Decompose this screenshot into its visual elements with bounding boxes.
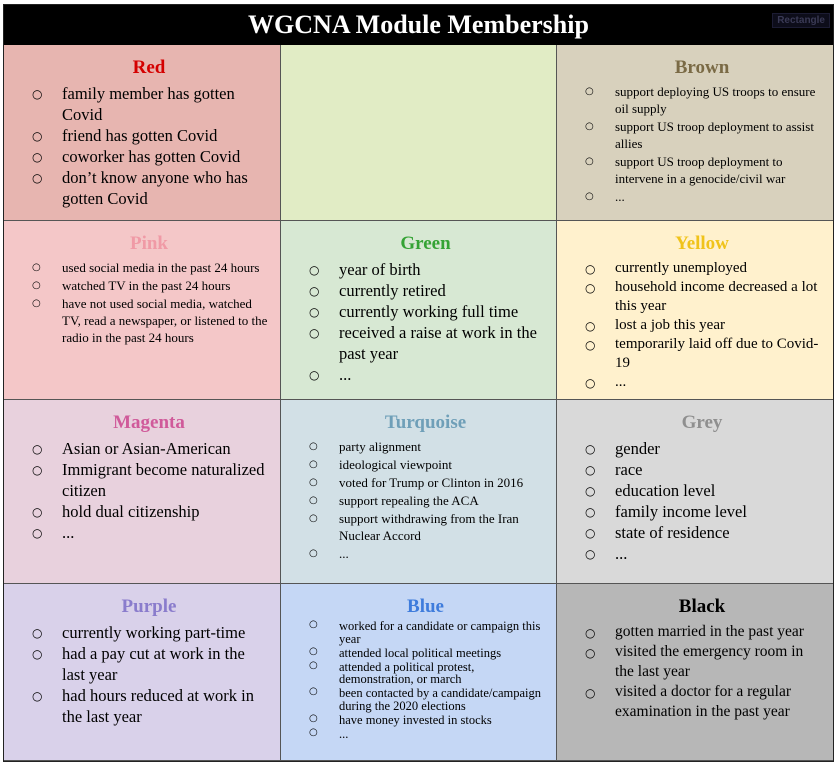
list-item: had a pay cut at work in the last year [28, 643, 270, 685]
module-list: party alignment ideological viewpoint vo… [305, 438, 546, 562]
list-item: state of residence [581, 522, 823, 544]
list-item: race [581, 459, 823, 481]
module-list: currently unemployed household income de… [581, 259, 823, 393]
list-item: attended a political protest, demonstrat… [305, 660, 546, 686]
list-item: visited a doctor for a regular examinati… [581, 682, 823, 722]
module-yellow: Yellow currently unemployed household in… [557, 221, 833, 400]
module-title: Purple [121, 596, 177, 617]
module-title: Green [400, 233, 451, 254]
list-item: been contacted by a candidate/campaign d… [305, 686, 546, 712]
page-title: WGCNA Module Membership [248, 10, 589, 39]
module-title: Red [132, 57, 166, 78]
list-item: support US troop deployment to assist al… [581, 118, 823, 152]
module-brown: Brown support deploying US troops to ens… [557, 45, 833, 221]
module-title: Brown [674, 57, 730, 78]
list-item: household income decreased a lot this ye… [581, 278, 823, 316]
list-item: ... [305, 364, 546, 386]
list-item: lost a job this year [581, 316, 823, 336]
module-title: Pink [129, 233, 169, 254]
list-item: gender [581, 438, 823, 460]
list-item: temporarily laid off due to Covid-19 [581, 335, 823, 373]
list-item: ideological viewpoint [305, 456, 546, 473]
list-item: support deploying US troops to ensure oi… [581, 83, 823, 117]
list-item: currently working part-time [28, 622, 270, 644]
module-list: used social media in the past 24 hours w… [28, 259, 270, 346]
list-item: ... [581, 543, 823, 565]
list-item: hold dual citizenship [28, 501, 270, 523]
module-list: gotten married in the past year visited … [581, 622, 823, 722]
list-item: education level [581, 480, 823, 502]
list-item: attended local political meetings [305, 646, 546, 660]
module-black: Black gotten married in the past year vi… [557, 584, 833, 761]
list-item: ... [581, 373, 823, 393]
list-item: support withdrawing from the Iran Nuclea… [305, 510, 546, 544]
rectangle-tag: Rectangle [772, 13, 830, 28]
list-item: coworker has gotten Covid [28, 146, 270, 168]
module-turquoise: Turquoise party alignment ideological vi… [281, 400, 557, 584]
list-item: used social media in the past 24 hours [28, 259, 270, 276]
module-title: Yellow [675, 233, 729, 254]
module-list: gender race education level family incom… [581, 438, 823, 565]
module-purple: Purple currently working part-time had a… [4, 584, 281, 761]
module-grey: Grey gender race education level family … [557, 400, 833, 584]
list-item: watched TV in the past 24 hours [28, 277, 270, 294]
module-title: Magenta [113, 412, 185, 433]
list-item: currently working full time [305, 301, 546, 323]
list-item: gotten married in the past year [581, 622, 823, 643]
list-item: visited the emergency room in the last y… [581, 642, 823, 682]
list-item: year of birth [305, 259, 546, 281]
list-item: family income level [581, 501, 823, 523]
module-list: currently working part-time had a pay cu… [28, 622, 270, 727]
list-item: received a raise at work in the past yea… [305, 322, 546, 364]
diagram-frame: WGCNA Module Membership Rectangle Red fa… [3, 4, 834, 762]
module-title: Blue [407, 596, 444, 617]
list-item: have money invested in stocks [305, 713, 546, 727]
module-lime [281, 45, 557, 221]
module-pink: Pink used social media in the past 24 ho… [4, 221, 281, 400]
module-magenta: Magenta Asian or Asian-American Immigran… [4, 400, 281, 584]
list-item: party alignment [305, 438, 546, 455]
list-item: currently retired [305, 280, 546, 302]
module-list: support deploying US troops to ensure oi… [581, 83, 823, 205]
list-item: Immigrant become naturalized citizen [28, 459, 270, 501]
list-item: have not used social media, watched TV, … [28, 295, 270, 346]
header-bar: WGCNA Module Membership Rectangle [4, 5, 833, 45]
list-item: support US troop deployment to intervene… [581, 153, 823, 187]
list-item: support repealing the ACA [305, 492, 546, 509]
module-title: Grey [681, 412, 723, 433]
module-blue: Blue worked for a candidate or campaign … [281, 584, 557, 761]
list-item: currently unemployed [581, 259, 823, 279]
module-title: Black [678, 596, 726, 617]
list-item: ... [305, 545, 546, 562]
module-list: Asian or Asian-American Immigrant become… [28, 438, 270, 544]
module-red: Red family member has gotten Covid frien… [4, 45, 281, 221]
list-item: worked for a candidate or campaign this … [305, 619, 546, 645]
module-green: Green year of birth currently retired cu… [281, 221, 557, 400]
module-list: worked for a candidate or campaign this … [305, 619, 546, 741]
list-item: had hours reduced at work in the last ye… [28, 685, 270, 727]
list-item: Asian or Asian-American [28, 438, 270, 460]
list-item: don’t know anyone who has gotten Covid [28, 167, 270, 209]
module-list: family member has gotten Covid friend ha… [28, 83, 270, 209]
module-list: year of birth currently retired currentl… [305, 259, 546, 386]
module-grid: Red family member has gotten Covid frien… [4, 45, 833, 761]
list-item: friend has gotten Covid [28, 125, 270, 147]
list-item: ... [305, 727, 546, 741]
module-title: Turquoise [384, 412, 467, 433]
list-item: ... [28, 522, 270, 544]
list-item: voted for Trump or Clinton in 2016 [305, 474, 546, 491]
list-item: family member has gotten Covid [28, 83, 270, 125]
list-item: ... [581, 188, 823, 205]
